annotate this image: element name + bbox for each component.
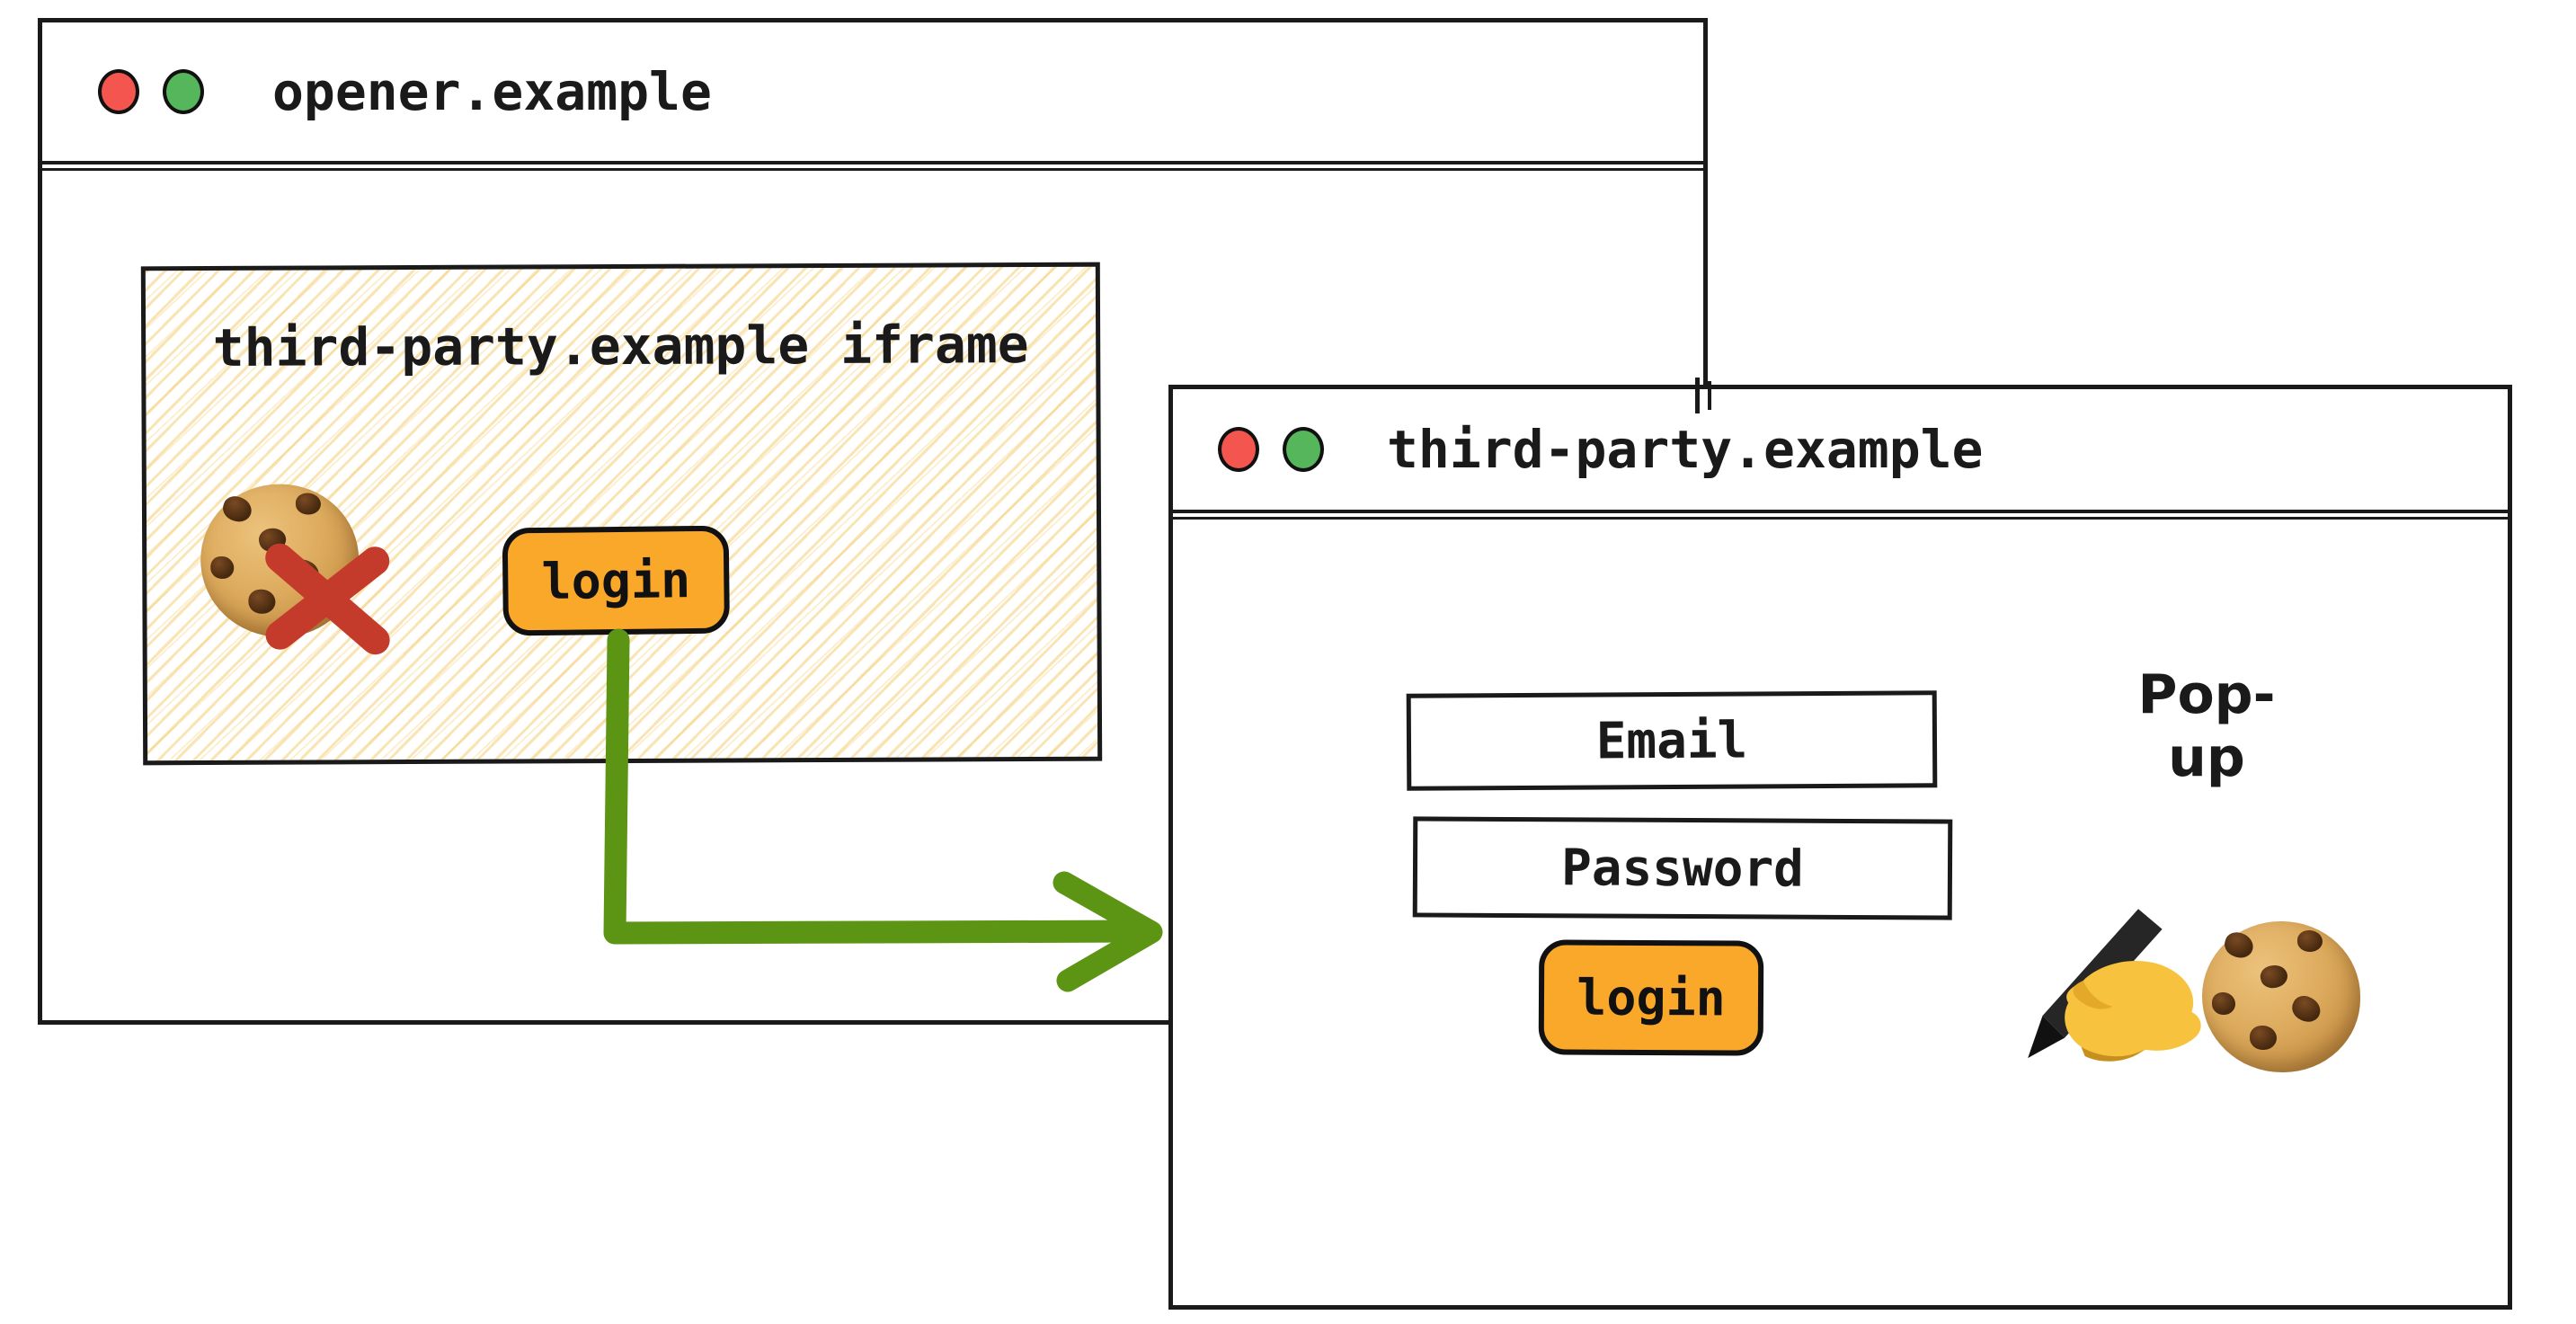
third-party-iframe: third-party.example iframe login bbox=[140, 262, 1103, 766]
hand-drawn-overshoot-tick bbox=[1695, 378, 1700, 413]
writing-hand-icon bbox=[2028, 909, 2201, 1062]
minimize-dot-icon[interactable] bbox=[163, 69, 204, 114]
minimize-dot-icon[interactable] bbox=[1283, 427, 1324, 472]
popup-login-button[interactable]: login bbox=[1538, 939, 1764, 1056]
email-field[interactable]: Email bbox=[1406, 690, 1938, 791]
popup-titlebar: third-party.example bbox=[1173, 389, 2508, 520]
opener-window-title: opener.example bbox=[272, 61, 712, 122]
blocked-cross-icon bbox=[265, 543, 390, 655]
opener-body: third-party.example iframe login bbox=[42, 174, 1703, 1020]
close-dot-icon[interactable] bbox=[98, 69, 139, 114]
popup-annotation-label: Pop-up bbox=[2137, 663, 2276, 789]
iframe-label: third-party.example iframe bbox=[212, 314, 1029, 378]
opener-titlebar: opener.example bbox=[42, 22, 1703, 171]
popup-window-title: third-party.example bbox=[1387, 419, 1984, 480]
popup-body: Pop-up Email Password login bbox=[1173, 522, 2508, 1305]
iframe-login-button[interactable]: login bbox=[502, 525, 730, 636]
hand-drawn-overshoot-tick bbox=[1708, 381, 1711, 410]
close-dot-icon[interactable] bbox=[1218, 427, 1259, 472]
password-field[interactable]: Password bbox=[1412, 816, 1953, 920]
cookie-icon bbox=[2202, 921, 2360, 1072]
popup-window: third-party.example Pop-up Email Passwor… bbox=[1168, 385, 2512, 1310]
